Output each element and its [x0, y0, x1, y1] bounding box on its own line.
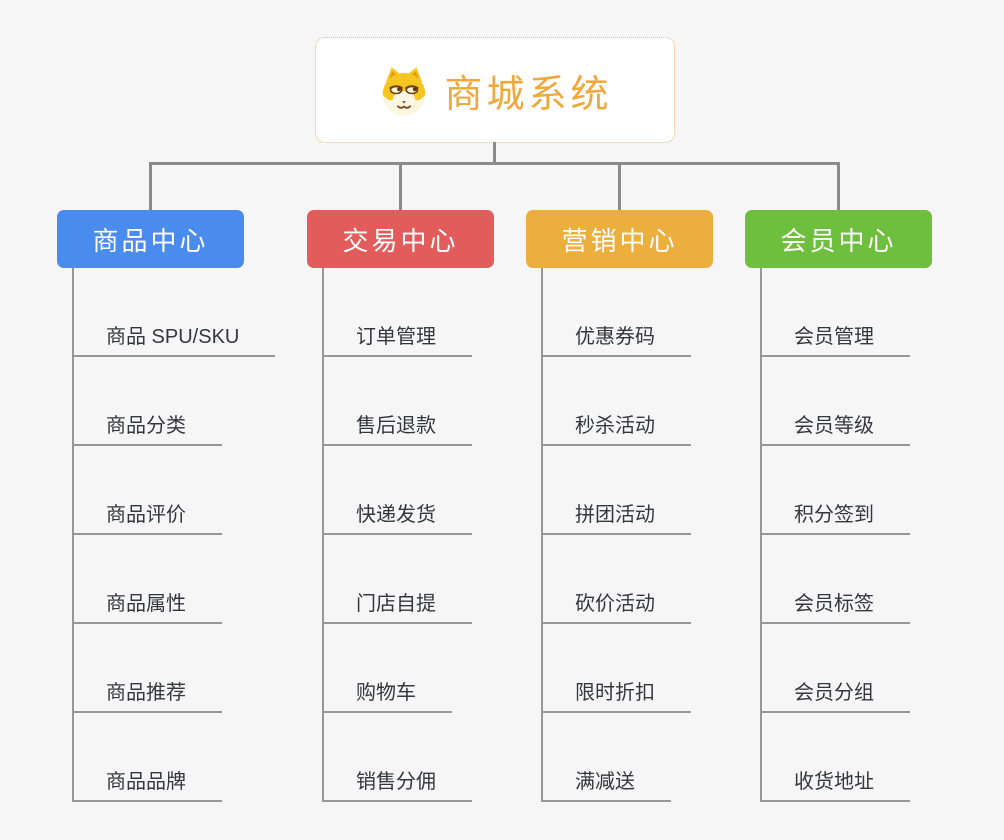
leaf-label: 拼团活动: [575, 504, 655, 526]
leaf-node-product-category[interactable]: 商品分类: [72, 357, 222, 446]
leaf-label: 积分签到: [794, 504, 874, 526]
leaf-label: 限时折扣: [575, 682, 655, 704]
leaf-node-member-tag[interactable]: 会员标签: [760, 535, 910, 624]
leaf-label: 会员标签: [794, 593, 874, 615]
leaf-label: 售后退款: [356, 415, 436, 437]
branch-box-trade-center[interactable]: 交易中心: [307, 210, 494, 268]
connector-drop-member: [837, 162, 840, 210]
leaf-node-sales-commission[interactable]: 销售分佣: [322, 713, 472, 802]
root-title: 商城系统: [444, 73, 613, 116]
connector-drop-trade: [399, 162, 402, 210]
shiba-dog-icon: [377, 64, 431, 118]
leaf-label: 商品分类: [106, 415, 186, 437]
leaf-node-limited-time-discount[interactable]: 限时折扣: [541, 624, 691, 713]
branch-label: 商品中心: [92, 225, 209, 256]
leaf-label: 商品品牌: [106, 771, 186, 793]
leaf-node-flash-sale[interactable]: 秒杀活动: [541, 357, 691, 446]
leaf-node-shopping-cart[interactable]: 购物车: [322, 624, 452, 713]
leaf-label: 会员管理: [794, 326, 874, 348]
leaf-label: 会员分组: [794, 682, 874, 704]
branch-trunk-line: [322, 268, 324, 801]
leaf-node-group-buy[interactable]: 拼团活动: [541, 446, 691, 535]
branch-box-product-center[interactable]: 商品中心: [57, 210, 244, 268]
leaf-node-order-management[interactable]: 订单管理: [322, 268, 472, 357]
leaf-label: 销售分佣: [356, 771, 436, 793]
leaf-label: 砍价活动: [575, 593, 655, 615]
leaf-node-product-spu-sku[interactable]: 商品 SPU/SKU: [72, 268, 276, 357]
leaf-label: 购物车: [356, 682, 416, 704]
branch-product-center: 商品中心 商品 SPU/SKU 商品分类 商品评价 商品属性 商品推荐 商品品牌: [57, 210, 317, 802]
branch-box-member-center[interactable]: 会员中心: [745, 210, 932, 268]
leaf-node-product-attribute[interactable]: 商品属性: [72, 535, 222, 624]
leaf-node-full-reduction[interactable]: 满减送: [541, 713, 671, 802]
leaf-node-member-management[interactable]: 会员管理: [760, 268, 910, 357]
leaf-node-express-shipping[interactable]: 快递发货: [322, 446, 472, 535]
root-node[interactable]: 商城系统: [315, 37, 675, 143]
leaf-label: 商品属性: [106, 593, 186, 615]
leaf-label: 商品评价: [106, 504, 186, 526]
branch-label: 营销中心: [561, 225, 678, 256]
connector-rail: [149, 162, 840, 165]
leaf-node-store-pickup[interactable]: 门店自提: [322, 535, 472, 624]
branch-trunk-line: [541, 268, 543, 801]
leaf-node-member-group[interactable]: 会员分组: [760, 624, 910, 713]
branch-items: 商品 SPU/SKU 商品分类 商品评价 商品属性 商品推荐 商品品牌: [57, 268, 317, 802]
leaf-node-member-level[interactable]: 会员等级: [760, 357, 910, 446]
leaf-label: 门店自提: [356, 593, 436, 615]
branch-trunk-line: [72, 268, 74, 801]
connector-drop-marketing: [618, 162, 621, 210]
leaf-label: 满减送: [575, 771, 635, 793]
leaf-node-product-brand[interactable]: 商品品牌: [72, 713, 222, 802]
branch-items: 会员管理 会员等级 积分签到 会员标签 会员分组 收货地址: [745, 268, 1004, 802]
leaf-label: 快递发货: [356, 504, 436, 526]
leaf-label: 收货地址: [794, 771, 874, 793]
branch-trunk-line: [760, 268, 762, 801]
leaf-label: 商品推荐: [106, 682, 186, 704]
leaf-label: 秒杀活动: [575, 415, 655, 437]
leaf-label: 订单管理: [356, 326, 436, 348]
leaf-node-product-recommend[interactable]: 商品推荐: [72, 624, 222, 713]
leaf-label: 优惠券码: [575, 326, 655, 348]
connector-drop-product: [149, 162, 152, 210]
branch-member-center: 会员中心 会员管理 会员等级 积分签到 会员标签 会员分组 收货地址: [745, 210, 1004, 802]
leaf-node-shipping-address[interactable]: 收货地址: [760, 713, 910, 802]
branch-items: 优惠券码 秒杀活动 拼团活动 砍价活动 限时折扣 满减送: [526, 268, 786, 802]
connector-stem: [493, 142, 496, 163]
leaf-node-bargain-activity[interactable]: 砍价活动: [541, 535, 691, 624]
leaf-node-points-checkin[interactable]: 积分签到: [760, 446, 910, 535]
branch-marketing-center: 营销中心 优惠券码 秒杀活动 拼团活动 砍价活动 限时折扣 满减送: [526, 210, 786, 802]
branch-trade-center: 交易中心 订单管理 售后退款 快递发货 门店自提 购物车 销售分佣: [307, 210, 567, 802]
leaf-node-after-sale-refund[interactable]: 售后退款: [322, 357, 472, 446]
leaf-node-product-review[interactable]: 商品评价: [72, 446, 222, 535]
branch-items: 订单管理 售后退款 快递发货 门店自提 购物车 销售分佣: [307, 268, 567, 802]
branch-label: 会员中心: [780, 225, 897, 256]
leaf-node-coupon-code[interactable]: 优惠券码: [541, 268, 691, 357]
branch-box-marketing-center[interactable]: 营销中心: [526, 210, 713, 268]
leaf-label: 会员等级: [794, 415, 874, 437]
branch-label: 交易中心: [342, 225, 459, 256]
leaf-label: 商品 SPU/SKU: [106, 326, 240, 348]
